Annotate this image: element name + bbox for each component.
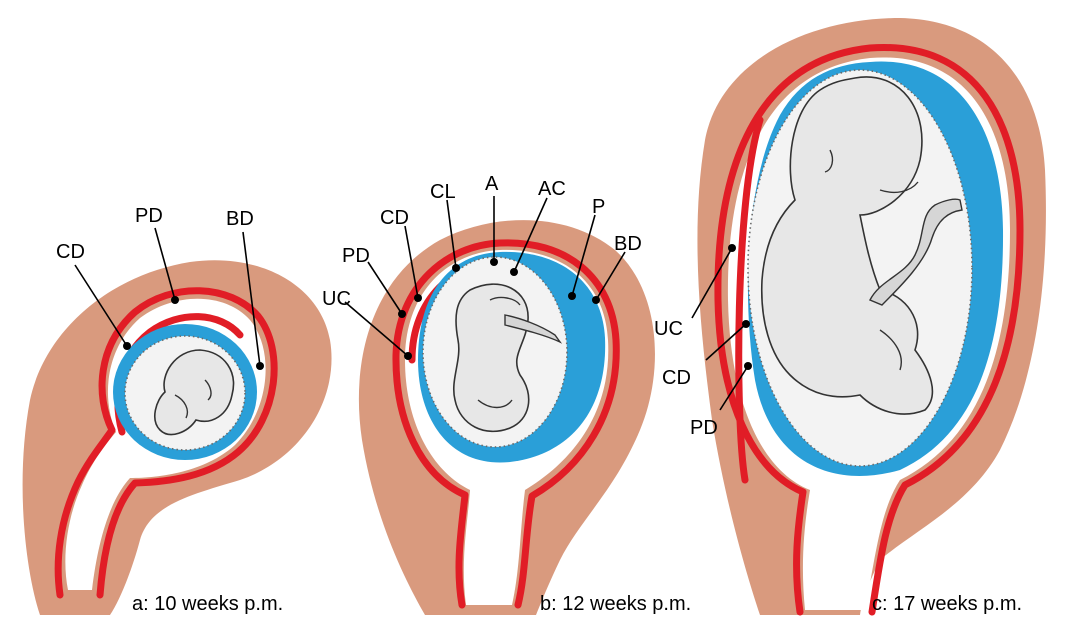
panel-a: CD PD BD a: 10 weeks p.m.: [23, 205, 332, 615]
panel-b: UC PD CD CL A AC P BD b: 12 weeks p.m.: [322, 173, 691, 615]
label-pd-c: PD: [690, 417, 718, 439]
label-bd-a: BD: [226, 208, 254, 230]
label-bd-b: BD: [614, 233, 642, 255]
label-uc-b: UC: [322, 288, 351, 310]
label-cd-b: CD: [380, 207, 409, 229]
label-cd-a: CD: [56, 241, 85, 263]
caption-c: c: 17 weeks p.m.: [872, 593, 1022, 615]
caption-b: b: 12 weeks p.m.: [540, 593, 691, 615]
label-a-b: A: [485, 173, 499, 195]
fetus-b: [454, 284, 529, 431]
caption-a: a: 10 weeks p.m.: [132, 593, 283, 615]
label-uc-c: UC: [654, 318, 683, 340]
label-cd-c: CD: [662, 367, 691, 389]
panel-c: UC CD PD c: 17 weeks p.m.: [654, 18, 1046, 615]
label-cl-b: CL: [430, 181, 456, 203]
label-p-b: P: [592, 196, 605, 218]
label-pd-b: PD: [342, 245, 370, 267]
label-ac-b: AC: [538, 178, 566, 200]
label-pd-a: PD: [135, 205, 163, 227]
